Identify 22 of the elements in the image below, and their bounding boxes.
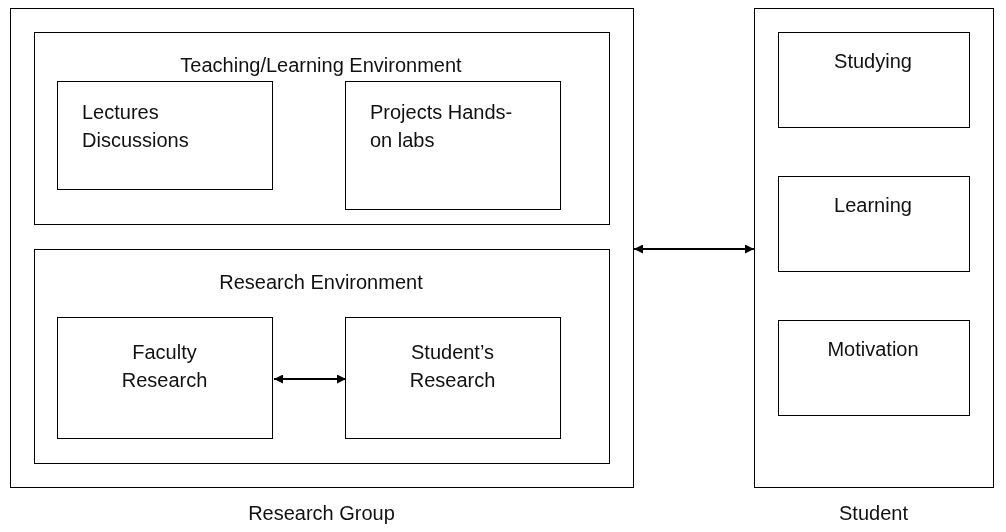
box-label: Lectures Discussions [82, 100, 190, 153]
box-label: Teaching/Learning Environment [179, 52, 463, 78]
box-label: Motivation [826, 336, 920, 362]
box-label: Studying [833, 48, 913, 74]
box-label: Faculty Research [120, 340, 209, 393]
double-arrow [633, 244, 755, 254]
double-arrow [273, 374, 347, 384]
activity-box [57, 81, 273, 190]
group-label: Research Group [247, 501, 396, 526]
group-label: Student [838, 501, 909, 526]
box-label: Learning [833, 192, 913, 218]
activity-box [345, 81, 561, 210]
box-label: Projects Hands-on labs [370, 100, 514, 153]
environment-box [33, 31, 610, 225]
activity-box [777, 319, 970, 416]
activity-box [777, 31, 970, 128]
activity-box [345, 317, 561, 439]
activity-box [777, 175, 970, 272]
box-label: Student’s Research [408, 340, 497, 393]
environment-box [33, 248, 610, 464]
activity-box [57, 317, 273, 439]
box-label: Research Environment [218, 269, 424, 295]
